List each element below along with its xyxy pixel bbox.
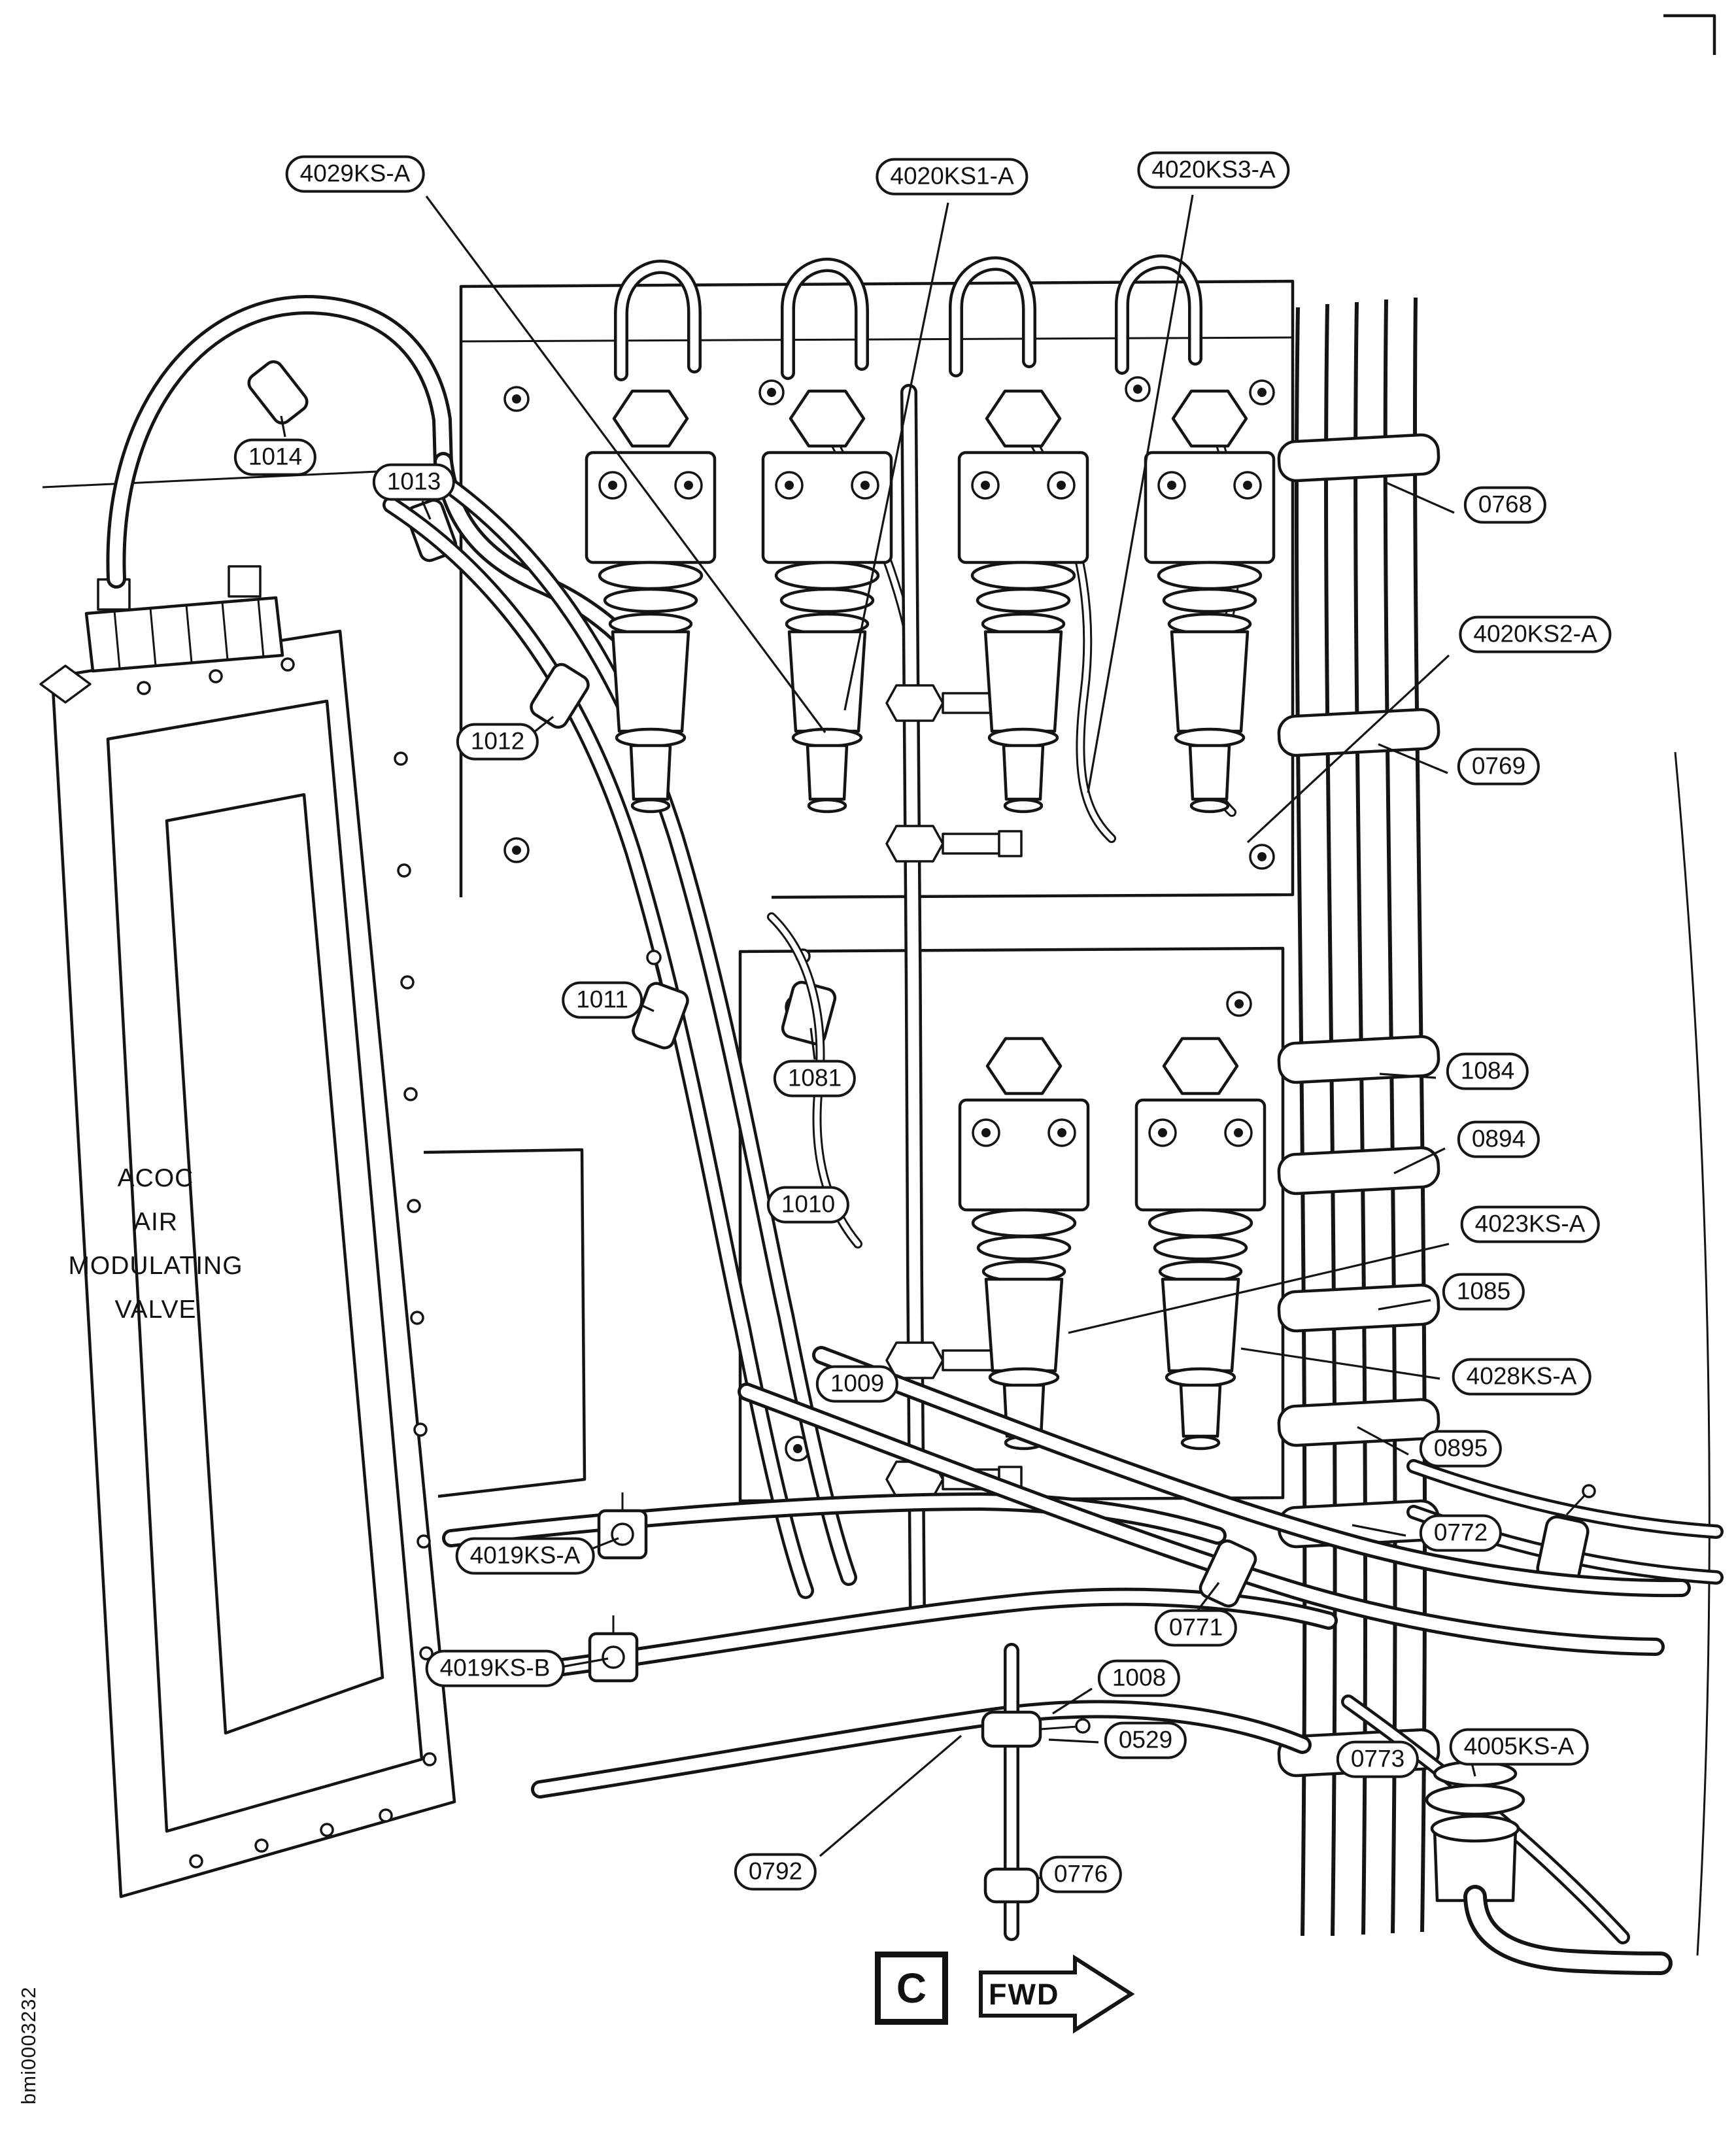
component-label-line-4: VALVE bbox=[114, 1296, 197, 1324]
callout-1012: 1012 bbox=[456, 723, 539, 761]
callout-4005ks-a: 4005KS-A bbox=[1449, 1728, 1589, 1766]
callout-1085: 1085 bbox=[1442, 1273, 1525, 1311]
callout-1081: 1081 bbox=[773, 1059, 857, 1097]
callout-1013: 1013 bbox=[372, 463, 456, 501]
engine-cowl-edge bbox=[1674, 751, 1710, 1956]
callout-0894: 0894 bbox=[1457, 1120, 1540, 1158]
lower-tubes bbox=[442, 1346, 1691, 1798]
fuel-nozzle-assembly-4 bbox=[1144, 389, 1276, 814]
callout-0895: 0895 bbox=[1419, 1430, 1503, 1468]
fuel-nozzle-assembly-1 bbox=[585, 389, 717, 814]
callout-4020ks2-a: 4020KS2-A bbox=[1459, 615, 1612, 653]
elbow-coupling-4005ks-a bbox=[1425, 1760, 1673, 1975]
callout-4019ks-b: 4019KS-B bbox=[425, 1649, 565, 1687]
page-corner-mark bbox=[1663, 14, 1716, 55]
callout-0772: 0772 bbox=[1419, 1514, 1503, 1552]
fwd-arrow-shape bbox=[979, 1954, 1135, 2034]
fuel-nozzle-assembly-5 bbox=[958, 1037, 1090, 1451]
detail-letter-box: C bbox=[875, 1952, 948, 2025]
callout-1011: 1011 bbox=[562, 981, 643, 1019]
graphic-id: bmi0003232 bbox=[17, 1986, 40, 2105]
fwd-arrow: FWD bbox=[976, 1954, 1139, 2034]
component-label-line-1: ACOC bbox=[117, 1164, 194, 1192]
bracket-fitting-4019ks-b bbox=[588, 1615, 639, 1683]
callout-4020ks3-a: 4020KS3-A bbox=[1137, 151, 1290, 189]
callout-0773: 0773 bbox=[1336, 1740, 1420, 1778]
callout-1010: 1010 bbox=[766, 1186, 850, 1224]
component-label-line-3: MODULATING bbox=[68, 1252, 243, 1280]
component-label-line-2: AIR bbox=[133, 1208, 178, 1236]
callout-1014: 1014 bbox=[233, 438, 317, 476]
callout-1009: 1009 bbox=[815, 1365, 899, 1403]
callout-4028ks-a: 4028KS-A bbox=[1452, 1358, 1591, 1396]
callout-4023ks-a: 4023KS-A bbox=[1460, 1205, 1600, 1243]
callout-0529: 0529 bbox=[1104, 1721, 1187, 1759]
callout-0776: 0776 bbox=[1039, 1855, 1123, 1893]
callout-4020ks1-a: 4020KS1-A bbox=[876, 158, 1029, 196]
fuel-nozzle-assembly-2 bbox=[761, 389, 893, 814]
leader-lines bbox=[280, 194, 1476, 1880]
upper-mount-plate bbox=[459, 279, 1295, 899]
detail-letter: C bbox=[896, 1965, 927, 2012]
fuel-nozzle-assembly-6 bbox=[1134, 1037, 1267, 1451]
component-label-acoc: ACOC AIR MODULATING VALVE bbox=[46, 1156, 265, 1332]
acoc-valve-body bbox=[39, 468, 587, 1899]
drain-tube bbox=[981, 1643, 1091, 1941]
callout-4019ks-a: 4019KS-A bbox=[455, 1537, 595, 1575]
rail-u-pipes bbox=[614, 254, 1202, 381]
right-tube-bundle bbox=[1277, 297, 1440, 1936]
fwd-arrow-label: FWD bbox=[989, 1978, 1060, 2011]
callout-1084: 1084 bbox=[1446, 1052, 1529, 1090]
callout-0792: 0792 bbox=[734, 1853, 817, 1891]
bracket-fitting-4019ks-a bbox=[597, 1492, 648, 1560]
callout-4029ks-a: 4029KS-A bbox=[285, 155, 425, 193]
callout-0768: 0768 bbox=[1463, 486, 1547, 524]
callout-0769: 0769 bbox=[1457, 748, 1540, 785]
callout-1008: 1008 bbox=[1097, 1659, 1181, 1697]
callout-0771: 0771 bbox=[1154, 1609, 1238, 1647]
fuel-nozzle-assembly-3 bbox=[957, 389, 1089, 814]
